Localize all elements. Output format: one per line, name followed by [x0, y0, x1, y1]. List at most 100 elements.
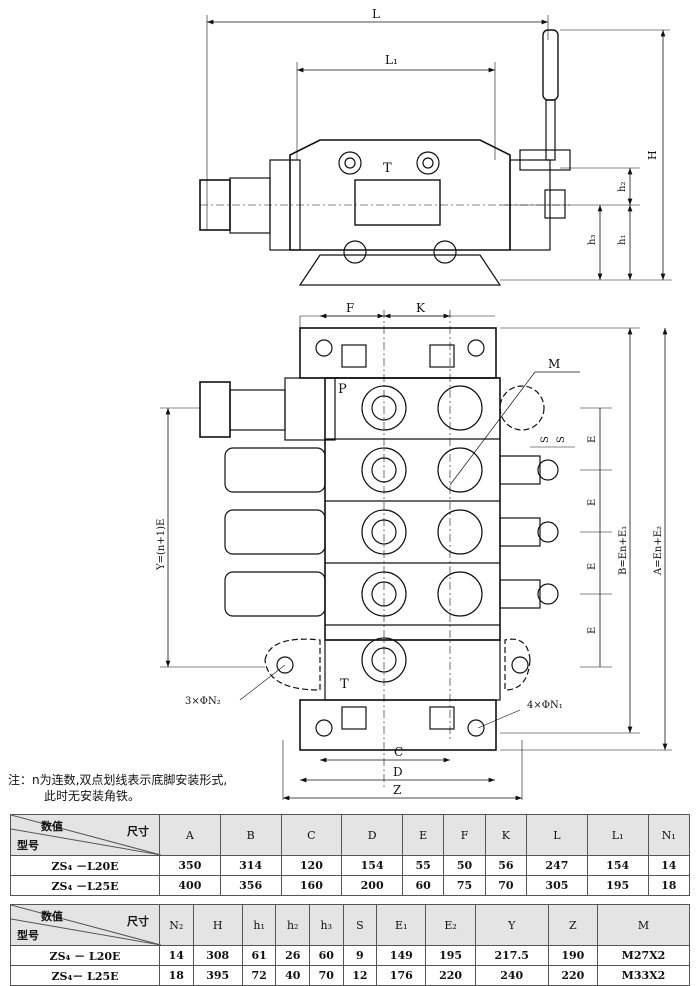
dim-H: H: [646, 150, 659, 160]
value-cell: 195: [425, 945, 476, 966]
column-header: L: [526, 814, 588, 856]
value-cell: 400: [159, 875, 221, 896]
diagonal-lines: [11, 815, 161, 855]
value-cell: 356: [219, 875, 282, 896]
column-header: H: [192, 904, 243, 946]
dim-K: K: [416, 301, 426, 315]
value-cell: 14: [647, 855, 691, 876]
value-cell: 350: [159, 855, 221, 876]
value-cell: 395: [192, 965, 243, 986]
value-cell: 60: [309, 945, 344, 966]
spool-circle: [437, 509, 483, 555]
value-cell: 55: [401, 855, 445, 876]
value-cell: 50: [443, 855, 486, 876]
value-cell: 56: [484, 855, 528, 876]
port-circle: [361, 509, 407, 555]
column-header: D: [341, 814, 403, 856]
column-header: Y: [474, 904, 549, 946]
value-cell: 314: [219, 855, 282, 876]
column-header: Z: [547, 904, 599, 946]
column-header: N₁: [647, 814, 691, 856]
clevis-pin: [537, 521, 559, 543]
dim-E-3: E: [587, 563, 598, 570]
value-cell: 240: [474, 965, 549, 986]
port-bore: [371, 581, 397, 607]
column-header: N₂: [159, 904, 194, 946]
corner-header-cell: 数值尺寸型号: [10, 904, 161, 946]
value-cell: 40: [275, 965, 310, 986]
model-cell: ZS₄－ L25E: [10, 965, 160, 986]
dim-h1: h₁: [617, 235, 628, 245]
value-cell: 190: [547, 945, 599, 966]
model-cell: ZS₄ － L20E: [10, 945, 160, 966]
column-header: h₁: [241, 904, 277, 946]
value-cell: 305: [526, 875, 588, 896]
port-circle: [361, 385, 407, 431]
value-cell: 220: [425, 965, 476, 986]
value-cell: 149: [376, 945, 427, 966]
valve-technical-drawing: L L₁ H h₂ h₃ h₁ T: [156, 7, 672, 800]
column-header: E: [401, 814, 445, 856]
dim-E-1: E: [587, 436, 598, 443]
spool-circle: [437, 447, 483, 493]
corner-header-cell: 数值 尺寸型号: [10, 814, 161, 856]
value-cell: 14: [159, 945, 194, 966]
spool-end: [499, 517, 541, 547]
corner-model-label: 型号: [17, 839, 39, 852]
value-cell: 160: [280, 875, 343, 896]
corner-values-label: 数值: [41, 910, 63, 923]
dim-L: L: [372, 7, 380, 21]
diagonal-lines: [11, 905, 161, 945]
value-cell: 154: [586, 855, 649, 876]
corner-dims-label: 尺寸: [127, 825, 149, 838]
corner-values-label: 数值: [41, 820, 63, 833]
value-cell: 120: [280, 855, 343, 876]
value-cell: 70: [484, 875, 528, 896]
value-cell: 176: [376, 965, 427, 986]
clevis-pin: [537, 459, 559, 481]
dim-F: F: [346, 301, 354, 315]
value-cell: 195: [586, 875, 649, 896]
value-cell: 9: [342, 945, 378, 966]
value-cell: M33X2: [597, 965, 690, 986]
column-header: C: [280, 814, 343, 856]
port-circle: [361, 447, 407, 493]
corner-dims-label: 尺寸: [127, 915, 149, 928]
note: 注：n为连数,双点划线表示底脚安装形式, 此时无安装角铁。: [8, 772, 227, 804]
port-bore: [371, 457, 397, 483]
value-cell: 26: [275, 945, 310, 966]
spool-cap: [224, 447, 326, 493]
dim-A: A=En+E₂: [653, 526, 664, 576]
spool-end: [499, 455, 541, 485]
dim-C: C: [394, 745, 403, 759]
column-header: h₃: [309, 904, 344, 946]
port-T-label: T: [340, 677, 349, 692]
dim-N2: 3×ΦN₂: [185, 696, 221, 707]
dim-L1: L₁: [385, 53, 398, 67]
column-header: S: [342, 904, 378, 946]
column-header: B: [219, 814, 282, 856]
value-cell: 247: [526, 855, 588, 876]
dim-D: D: [393, 765, 403, 779]
value-cell: 154: [341, 855, 403, 876]
value-cell: 70: [309, 965, 344, 986]
side-view: L L₁ H h₂ h₃ h₁ T: [199, 7, 672, 286]
handle-icon: [542, 29, 559, 101]
value-cell: 60: [401, 875, 445, 896]
value-cell: 200: [341, 875, 403, 896]
dim-h2: h₂: [617, 182, 628, 192]
spool-cap: [224, 509, 326, 555]
spool-end: [499, 579, 541, 609]
column-header: F: [443, 814, 486, 856]
clevis-pin: [537, 583, 559, 605]
spool-circle: [437, 571, 483, 617]
dim-Y: Y=(n+1)E: [156, 519, 167, 571]
dim-N1: 4×ΦN₁: [527, 700, 563, 711]
dim-M: M: [548, 357, 560, 371]
